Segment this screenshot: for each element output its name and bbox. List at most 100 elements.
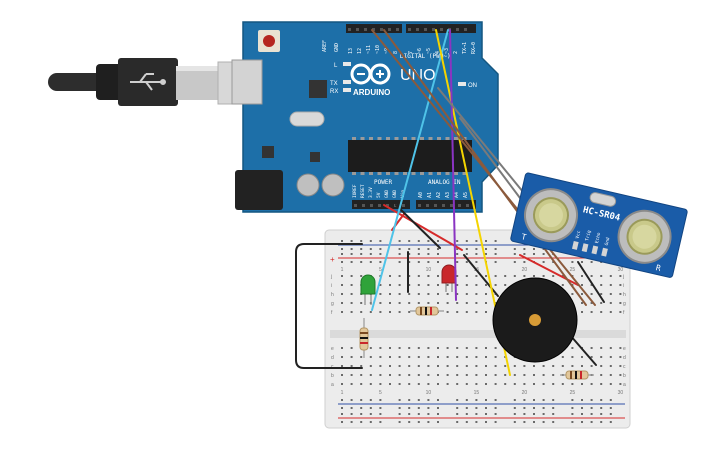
analog-pin-label: A1: [427, 192, 433, 198]
row-letter: a: [331, 382, 334, 388]
pin-label: 12: [357, 48, 363, 54]
resistor-middle[interactable]: [410, 306, 444, 316]
row-letter: b: [331, 373, 334, 379]
board-brand-text: ARDUINO: [353, 88, 390, 97]
wire-brown-2: [383, 29, 587, 306]
wire-cyan: [371, 29, 449, 311]
rail-plus-label: +: [330, 255, 335, 264]
pin-label: 7: [408, 51, 414, 54]
pin-label: 2: [453, 51, 459, 54]
receiver-transducer: [617, 209, 672, 264]
analog-pin-label: A2: [436, 192, 442, 198]
column-number: 15: [474, 390, 480, 396]
pin-label: ~9: [384, 48, 390, 54]
sensor-pin-label: Gnd: [604, 237, 612, 247]
resistor-right[interactable]: [560, 370, 594, 380]
header-analog: [416, 200, 476, 209]
column-number: 1: [341, 390, 344, 396]
sensor-crystal: [589, 192, 617, 207]
sensor-pin-label: Trig: [584, 229, 592, 241]
sensor-t-label: T: [520, 232, 527, 242]
row-letter: i: [331, 283, 332, 289]
center-groove: [330, 330, 626, 338]
rx-led-label: RX: [330, 89, 338, 95]
column-number: 5: [379, 267, 382, 273]
pin-label: TX→1: [462, 42, 468, 54]
piezo-buzzer[interactable]: [492, 277, 578, 363]
pin-label: RX←0: [471, 42, 477, 54]
wire-black-sensor: [577, 261, 605, 303]
row-letter: f: [331, 310, 333, 316]
column-number: 10: [426, 390, 432, 396]
pin-label: 13: [348, 48, 354, 54]
pin-label: ~5: [426, 48, 432, 54]
analog-pin-label: A3: [445, 192, 451, 198]
wire-black-gnd: [395, 204, 441, 249]
pin-label: ~3: [444, 48, 450, 54]
power-section-label: POWER: [374, 179, 392, 186]
sensor-pin-label: Echo: [594, 232, 602, 244]
digital-section-label: DIGITAL (PWM~): [400, 53, 451, 60]
regulator: [262, 146, 274, 158]
row-letter: b: [623, 373, 626, 379]
crystal: [289, 111, 325, 127]
wire-brown-1: [371, 29, 596, 306]
capacitor-2: [321, 173, 345, 197]
analog-pin-label: A5: [463, 192, 469, 198]
reset-button[interactable]: [258, 30, 280, 52]
column-number: 10: [426, 267, 432, 273]
usb-jack: [231, 59, 263, 105]
column-number: 20: [522, 390, 528, 396]
row-letter: e: [331, 346, 334, 352]
column-number: 25: [570, 267, 576, 273]
row-letter: a: [623, 382, 626, 388]
capacitor-1: [296, 173, 320, 197]
row-letter: d: [331, 355, 334, 361]
pin-label: ~10: [375, 45, 381, 54]
row-letter: c: [623, 364, 626, 370]
transmitter-transducer: [524, 188, 579, 243]
pin-label: 8: [393, 51, 399, 54]
row-letter: j: [330, 274, 332, 280]
usb-chip: [309, 80, 327, 98]
column-number: 20: [522, 267, 528, 273]
row-letter: g: [331, 301, 334, 307]
wire-black-right: [569, 334, 597, 366]
row-letter: g: [623, 301, 626, 307]
green-led[interactable]: [360, 274, 376, 305]
analog-section-label: ANALOG IN: [428, 179, 461, 186]
power-pin-label: IOREF: [352, 184, 358, 198]
column-number: 5: [379, 390, 382, 396]
analog-pin-label: A4: [454, 192, 460, 198]
column-number: 30: [618, 267, 624, 273]
resistor-vertical[interactable]: [359, 318, 369, 358]
tx-led-label: TX: [330, 81, 338, 87]
row-letter: d: [623, 355, 626, 361]
power-pin-label: 3.3V: [368, 187, 374, 198]
row-letter: f: [623, 310, 625, 316]
analog-pin-label: A0: [418, 192, 424, 198]
wire-gray-2: [437, 87, 529, 199]
wire-red-5v: [383, 204, 463, 251]
pin-label: 4: [435, 51, 441, 54]
power-pin-label: 5V: [376, 192, 382, 198]
row-letter: j: [622, 274, 624, 280]
power-pin-label: RESET: [360, 184, 366, 198]
wire-black-loop: [295, 243, 363, 369]
row-letter: e: [623, 346, 626, 352]
column-number: 30: [618, 390, 624, 396]
row-letter: h: [623, 292, 626, 298]
column-number: 25: [570, 390, 576, 396]
l-led-label: L: [334, 63, 338, 69]
row-letter: i: [623, 283, 624, 289]
power-pin-label: GND: [384, 190, 390, 198]
usb-cable[interactable]: [48, 58, 249, 106]
power-pin-label: GND: [392, 190, 398, 198]
on-led-label: ON: [468, 83, 477, 89]
aref-label: AREF: [322, 40, 328, 52]
sensor-pin-label: Vcc: [574, 230, 582, 240]
